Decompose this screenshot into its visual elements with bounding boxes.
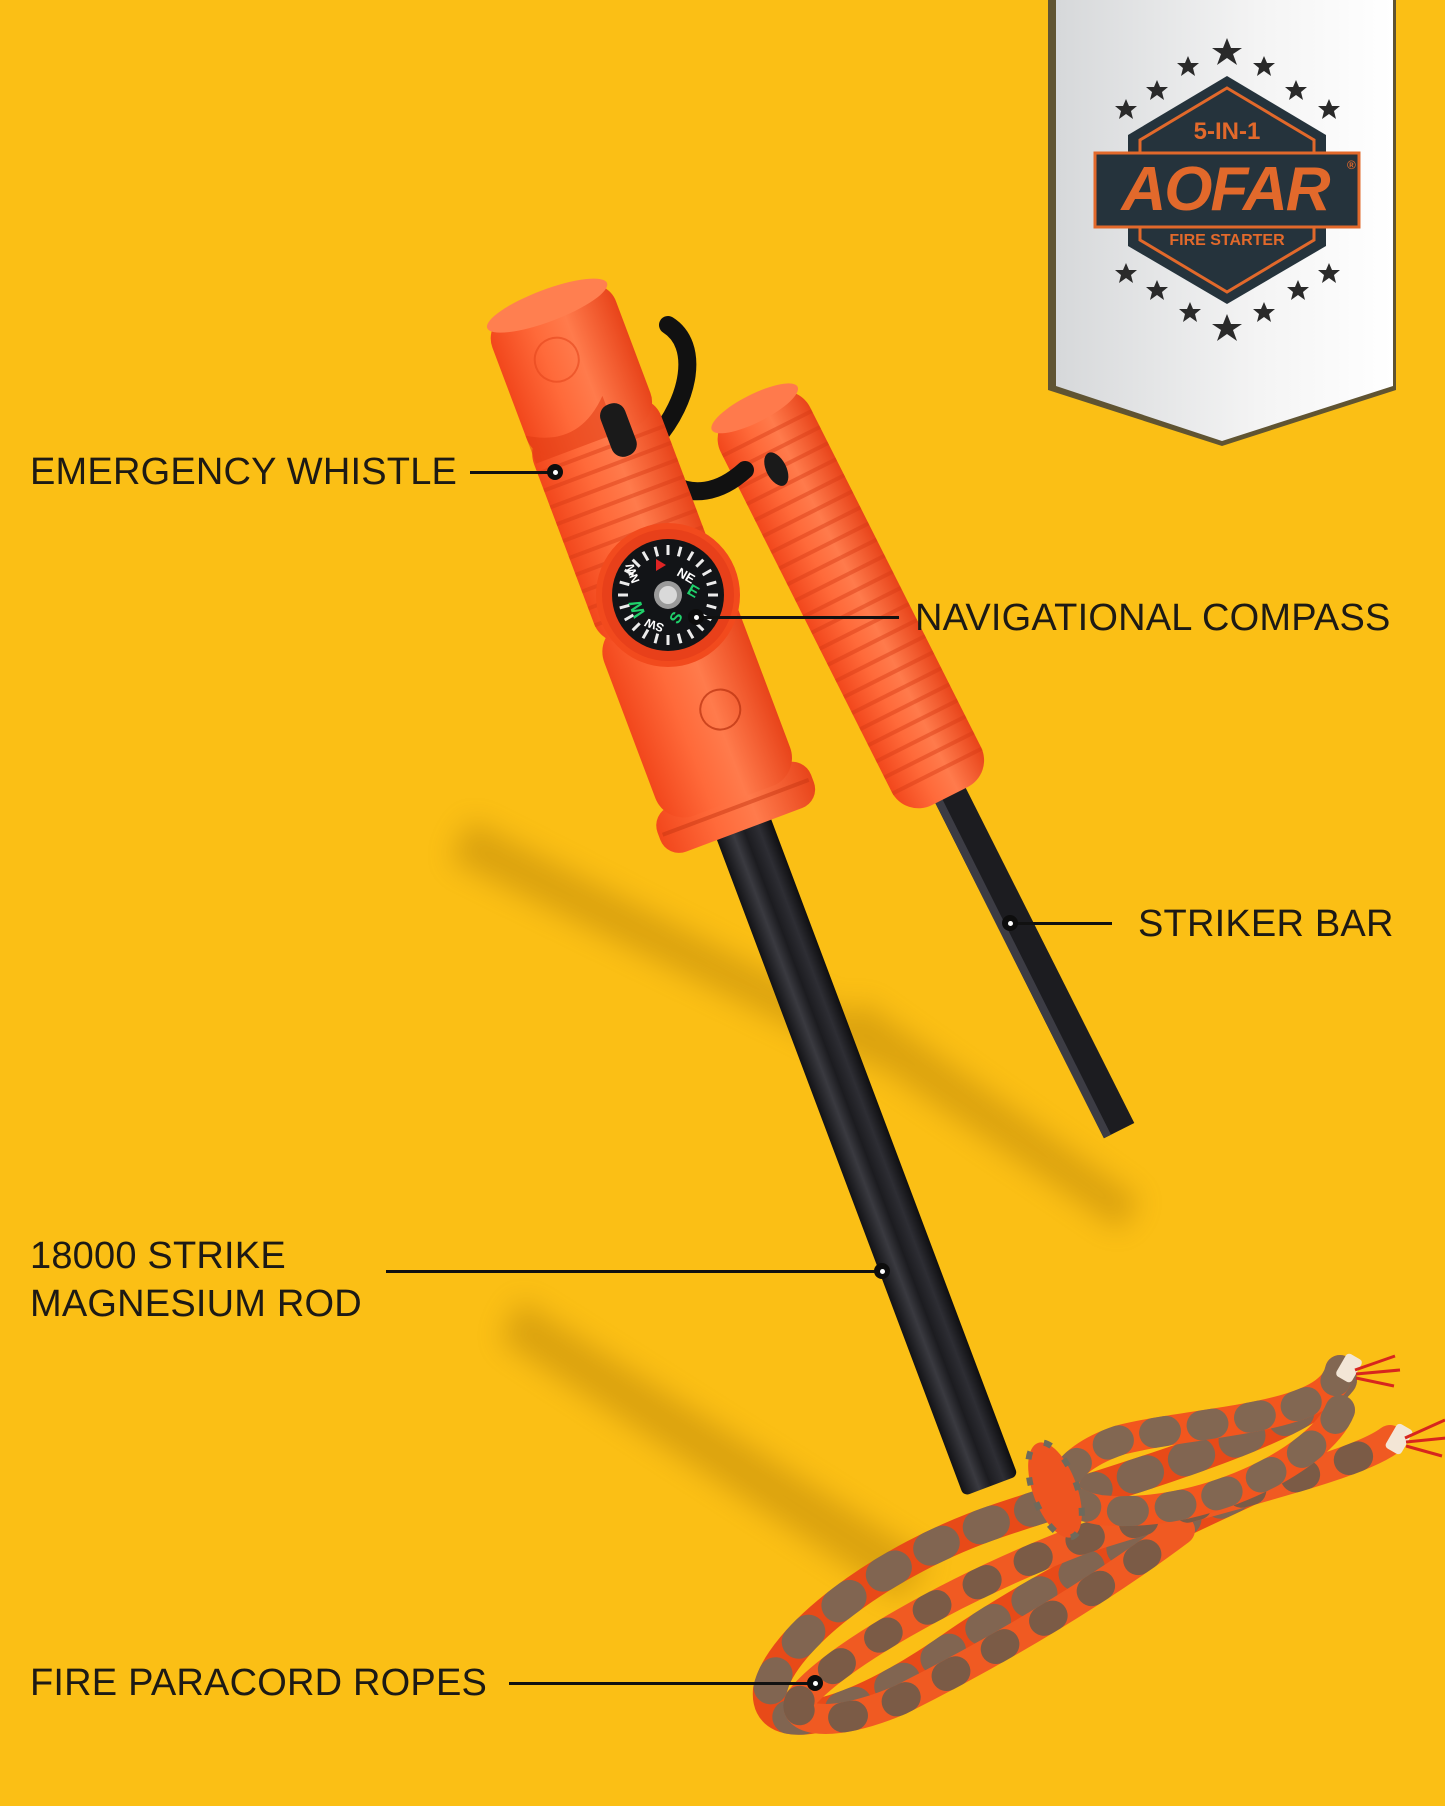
callout-magnesium-rod-line2: MAGNESIUM ROD	[30, 1283, 362, 1325]
svg-text:SW: SW	[642, 615, 666, 635]
badge-top-text: 5-IN-1	[1193, 118, 1261, 145]
striker-assembly	[711, 383, 1135, 1139]
marker-dot-rod	[874, 1263, 890, 1279]
leader-line-compass	[697, 616, 899, 619]
compass-icon: NE E S SW W NW	[596, 523, 740, 667]
badge-brand-bar	[1093, 151, 1361, 229]
marker-dot-whistle	[547, 464, 563, 480]
svg-text:W: W	[625, 597, 650, 620]
star-icons	[1115, 38, 1340, 341]
badge-brand-name: AOFAR	[1121, 155, 1331, 224]
svg-text:NW: NW	[622, 561, 642, 585]
badge-bottom-text: FIRE STARTER	[1169, 232, 1285, 249]
brand-badge	[1048, 0, 1396, 446]
leader-line-striker	[1010, 922, 1112, 925]
callout-striker-bar: STRIKER BAR	[1138, 903, 1394, 945]
callout-paracord-ropes: FIRE PARACORD ROPES	[30, 1662, 488, 1704]
rope-knot	[1028, 1442, 1082, 1538]
magnesium-rod	[714, 811, 1017, 1495]
callout-magnesium-rod-line1: 18000 STRIKE	[30, 1235, 286, 1277]
striker-bar	[926, 770, 1135, 1139]
leader-line-rope	[509, 1682, 815, 1685]
leader-line-rod	[386, 1270, 882, 1273]
callout-emergency-whistle: EMERGENCY WHISTLE	[30, 451, 458, 493]
leader-line-whistle	[470, 471, 554, 474]
callout-navigational-compass: NAVIGATIONAL COMPASS	[915, 597, 1391, 639]
marker-dot-compass	[688, 609, 704, 625]
marker-dot-rope	[807, 1675, 823, 1691]
registered-mark: ®	[1347, 158, 1356, 172]
marker-dot-striker	[1002, 915, 1018, 931]
